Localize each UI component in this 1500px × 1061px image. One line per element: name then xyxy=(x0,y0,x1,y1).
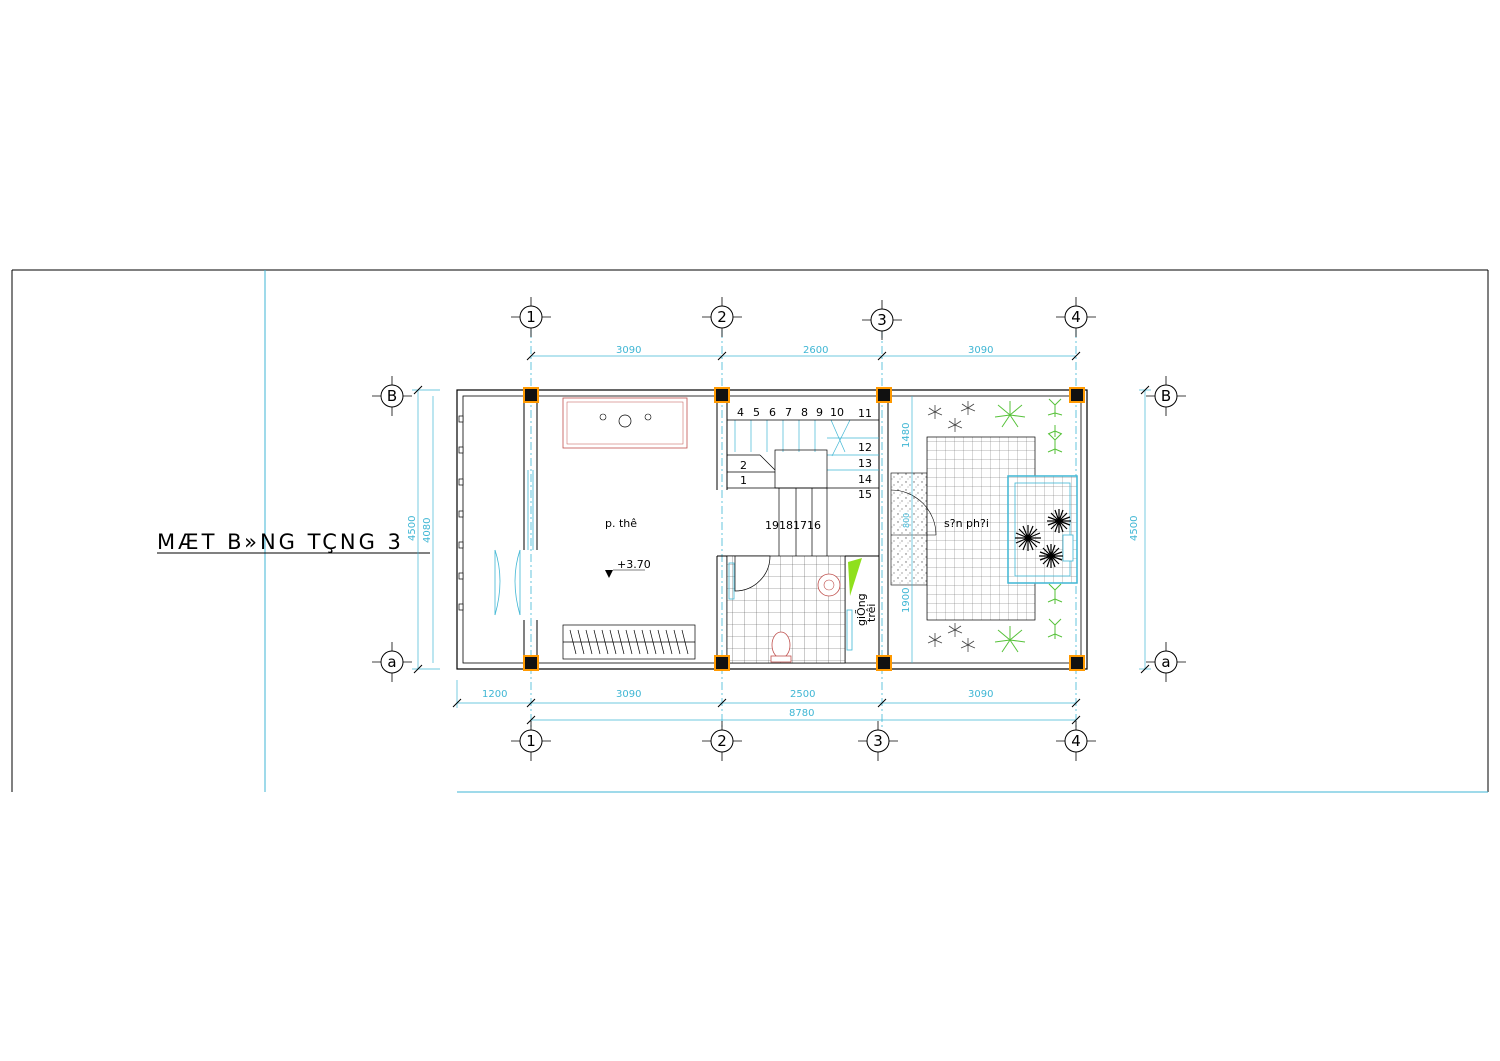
grid-bubble-2-bottom: 2 xyxy=(702,721,742,761)
grid-bubble-B-left: B xyxy=(372,376,412,416)
svg-text:1: 1 xyxy=(526,732,536,750)
svg-text:8: 8 xyxy=(801,406,808,419)
svg-text:2500: 2500 xyxy=(790,689,815,700)
svg-text:4: 4 xyxy=(1071,732,1081,750)
svg-text:B: B xyxy=(1161,387,1171,405)
grid-bubble-3-bottom: 3 xyxy=(858,721,898,761)
svg-text:4500: 4500 xyxy=(407,516,418,541)
grid-bubble-1-top: 1 xyxy=(511,297,551,337)
svg-text:4: 4 xyxy=(737,406,744,419)
wardrobe xyxy=(562,624,696,660)
svg-text:a: a xyxy=(1161,653,1170,671)
plants xyxy=(994,398,1063,653)
svg-text:3090: 3090 xyxy=(968,689,993,700)
dimension-ticks xyxy=(413,351,1150,725)
svg-text:B: B xyxy=(387,387,397,405)
svg-text:4500: 4500 xyxy=(1129,516,1140,541)
svg-text:1200: 1200 xyxy=(482,689,507,700)
svg-text:3: 3 xyxy=(873,732,883,750)
balcony-windows xyxy=(494,470,534,616)
palm-plants xyxy=(1015,509,1071,568)
wc-room xyxy=(726,555,846,664)
svg-text:3090: 3090 xyxy=(616,689,641,700)
svg-text:800: 800 xyxy=(902,513,911,528)
grid-bubble-3-top: 3 xyxy=(862,300,902,340)
svg-text:11: 11 xyxy=(858,407,872,420)
svg-text:8780: 8780 xyxy=(789,708,814,719)
svg-text:1480: 1480 xyxy=(901,423,912,448)
bed-furniture xyxy=(562,397,688,449)
svg-text:7: 7 xyxy=(785,406,792,419)
sheet-frame xyxy=(11,269,1489,793)
drawing-title: MÆT B»NG TÇNG 3 xyxy=(157,530,430,554)
grid-bubble-a-left: a xyxy=(372,642,412,682)
bedroom-label: p. thê xyxy=(605,517,637,530)
svg-text:3: 3 xyxy=(877,311,887,329)
terrace-label: s?n ph?i xyxy=(944,517,989,530)
svg-text:1: 1 xyxy=(740,474,747,487)
svg-text:MÆT B»NG TÇNG 3: MÆT B»NG TÇNG 3 xyxy=(157,530,404,554)
terrace-area xyxy=(890,436,1078,621)
svg-text:13: 13 xyxy=(858,457,872,470)
grid-bubble-4-bottom: 4 xyxy=(1056,721,1096,761)
svg-text:1: 1 xyxy=(526,308,536,326)
svg-text:5: 5 xyxy=(753,406,760,419)
grid-bubble-a-right: a xyxy=(1146,642,1186,682)
staircase xyxy=(727,419,879,556)
svg-text:2: 2 xyxy=(717,308,727,326)
svg-text:+3.70: +3.70 xyxy=(617,558,651,571)
grid-bubbles: 1 2 3 4 1 2 xyxy=(372,297,1186,761)
light-well-label-1: giÕng xyxy=(855,593,868,626)
stair-numbers: 4 5 6 7 8 9 10 11 12 13 14 15 2 1 191817… xyxy=(737,406,872,532)
grid-bubble-B-right: B xyxy=(1146,376,1186,416)
dimension-lines xyxy=(412,355,1151,721)
light-well: giÕng trêi xyxy=(846,558,878,651)
grid-bubble-1-bottom: 1 xyxy=(511,721,551,761)
svg-text:12: 12 xyxy=(858,441,872,454)
structural-columns xyxy=(523,387,1085,671)
svg-text:2600: 2600 xyxy=(803,345,828,356)
svg-text:6: 6 xyxy=(769,406,776,419)
svg-text:a: a xyxy=(387,653,396,671)
svg-text:2: 2 xyxy=(740,459,747,472)
light-well-label-2: trêi xyxy=(865,604,878,622)
svg-text:10: 10 xyxy=(830,406,844,419)
grid-bubble-4-top: 4 xyxy=(1056,297,1096,337)
shrubs xyxy=(927,401,976,652)
svg-text:9: 9 xyxy=(816,406,823,419)
balcony-railing-posts xyxy=(458,415,464,611)
svg-text:14: 14 xyxy=(858,473,872,486)
svg-text:2: 2 xyxy=(717,732,727,750)
svg-text:19181716: 19181716 xyxy=(765,519,821,532)
svg-text:4080: 4080 xyxy=(422,518,433,543)
level-marker: +3.70 xyxy=(605,558,651,578)
grid-bubble-2-top: 2 xyxy=(702,297,742,337)
svg-text:1900: 1900 xyxy=(901,588,912,613)
svg-text:15: 15 xyxy=(858,488,872,501)
dimension-values: 3090 2600 3090 1200 3090 2500 3090 8780 … xyxy=(407,345,1140,719)
svg-text:3090: 3090 xyxy=(616,345,641,356)
svg-text:3090: 3090 xyxy=(968,345,993,356)
svg-text:4: 4 xyxy=(1071,308,1081,326)
